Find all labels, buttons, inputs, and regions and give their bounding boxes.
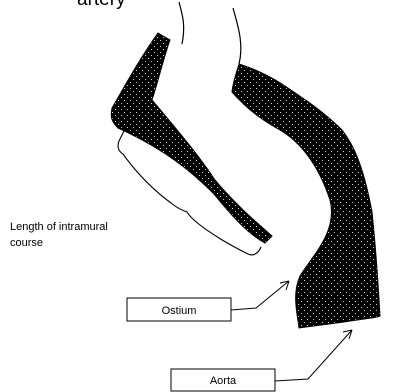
ostium-label: Ostium — [162, 305, 197, 317]
intramural-wall — [111, 33, 272, 243]
aorta-arrow — [275, 330, 352, 381]
ostium-arrow — [231, 281, 289, 310]
artery-right-line — [233, 8, 241, 64]
aortic-wall — [232, 64, 380, 328]
intramural-length-label-line2: course — [10, 237, 43, 249]
aorta-label: Aorta — [210, 375, 237, 387]
artery-left-line — [179, 2, 184, 44]
title-fragment: artery — [77, 0, 126, 10]
intramural-length-label-line1: Length of intramural — [10, 221, 108, 233]
